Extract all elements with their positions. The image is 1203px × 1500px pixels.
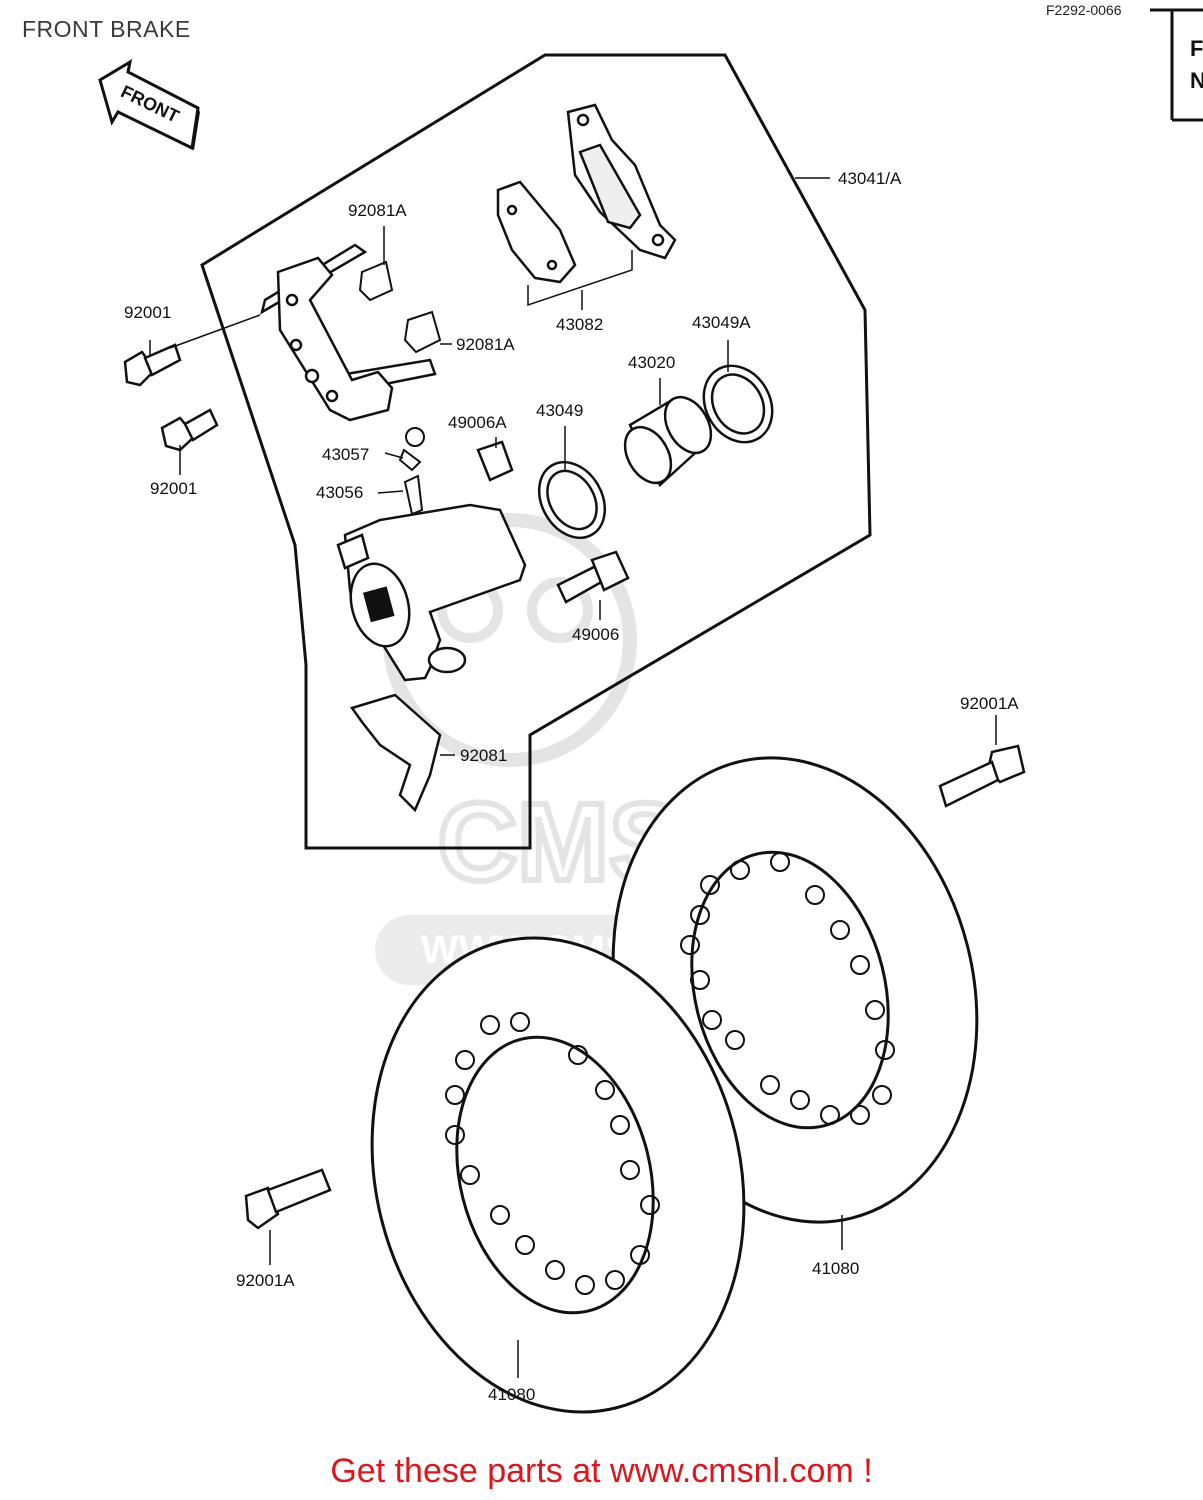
- disc-bolts: [244, 744, 1026, 1230]
- label-bolt-upper: 92001: [124, 303, 171, 322]
- cropped-edge-text-top: F: [1190, 36, 1203, 61]
- front-direction-arrow: FRONT: [98, 58, 200, 151]
- label-caliper-assembly: 43041/A: [838, 169, 902, 188]
- promo-link[interactable]: Get these parts at www.cmsnl.com !: [330, 1452, 873, 1490]
- label-pads: 43082: [556, 315, 603, 334]
- bracket-bolts: [123, 343, 219, 452]
- cropped-edge-text-bottom: N: [1190, 68, 1203, 93]
- label-pin-bolt: 49006: [572, 625, 619, 644]
- promo-banner: Get these parts at www.cmsnl.com !: [0, 1452, 1203, 1491]
- page-title: FRONT BRAKE: [22, 16, 191, 42]
- label-disc-right: 41080: [812, 1259, 859, 1278]
- pads-bracket-line: [527, 250, 633, 307]
- caliper-body: [336, 503, 527, 682]
- leader-lines: [149, 177, 997, 1378]
- pin-bolt-part: [556, 550, 630, 604]
- caliper-bracket: [260, 243, 437, 422]
- pad-spring-upper-part: [358, 260, 394, 302]
- piston-parts: [476, 364, 774, 539]
- pad-spring-plate-part: [349, 693, 442, 813]
- bleed-valve-parts: [398, 427, 425, 516]
- label-boot: 49006A: [448, 413, 507, 432]
- label-pad-spring-upper: 92081A: [348, 201, 407, 220]
- label-pad-spring-lower: 92081A: [456, 335, 515, 354]
- label-bleed-valve: 43056: [316, 483, 363, 502]
- label-disc-left: 41080: [488, 1385, 535, 1404]
- brake-pads: [496, 103, 677, 284]
- label-disc-bolt-right: 92001A: [960, 694, 1019, 713]
- header-rules: [1150, 8, 1203, 122]
- caliper-assembly-outline: [200, 53, 872, 850]
- brake-disc-left: [370, 936, 746, 1414]
- label-disc-bolt-left: 92001A: [236, 1271, 295, 1290]
- label-seal-inner: 43049: [536, 401, 583, 420]
- diagram-reference-code: F2292-0066: [1046, 2, 1122, 18]
- label-piston: 43020: [628, 353, 675, 372]
- label-bolt-lower: 92001: [150, 479, 197, 498]
- label-pad-spring-plate: 92081: [460, 746, 507, 765]
- label-seal-outer: 43049A: [692, 313, 751, 332]
- label-bleed-cap: 43057: [322, 445, 369, 464]
- pad-spring-lower-part: [403, 310, 442, 354]
